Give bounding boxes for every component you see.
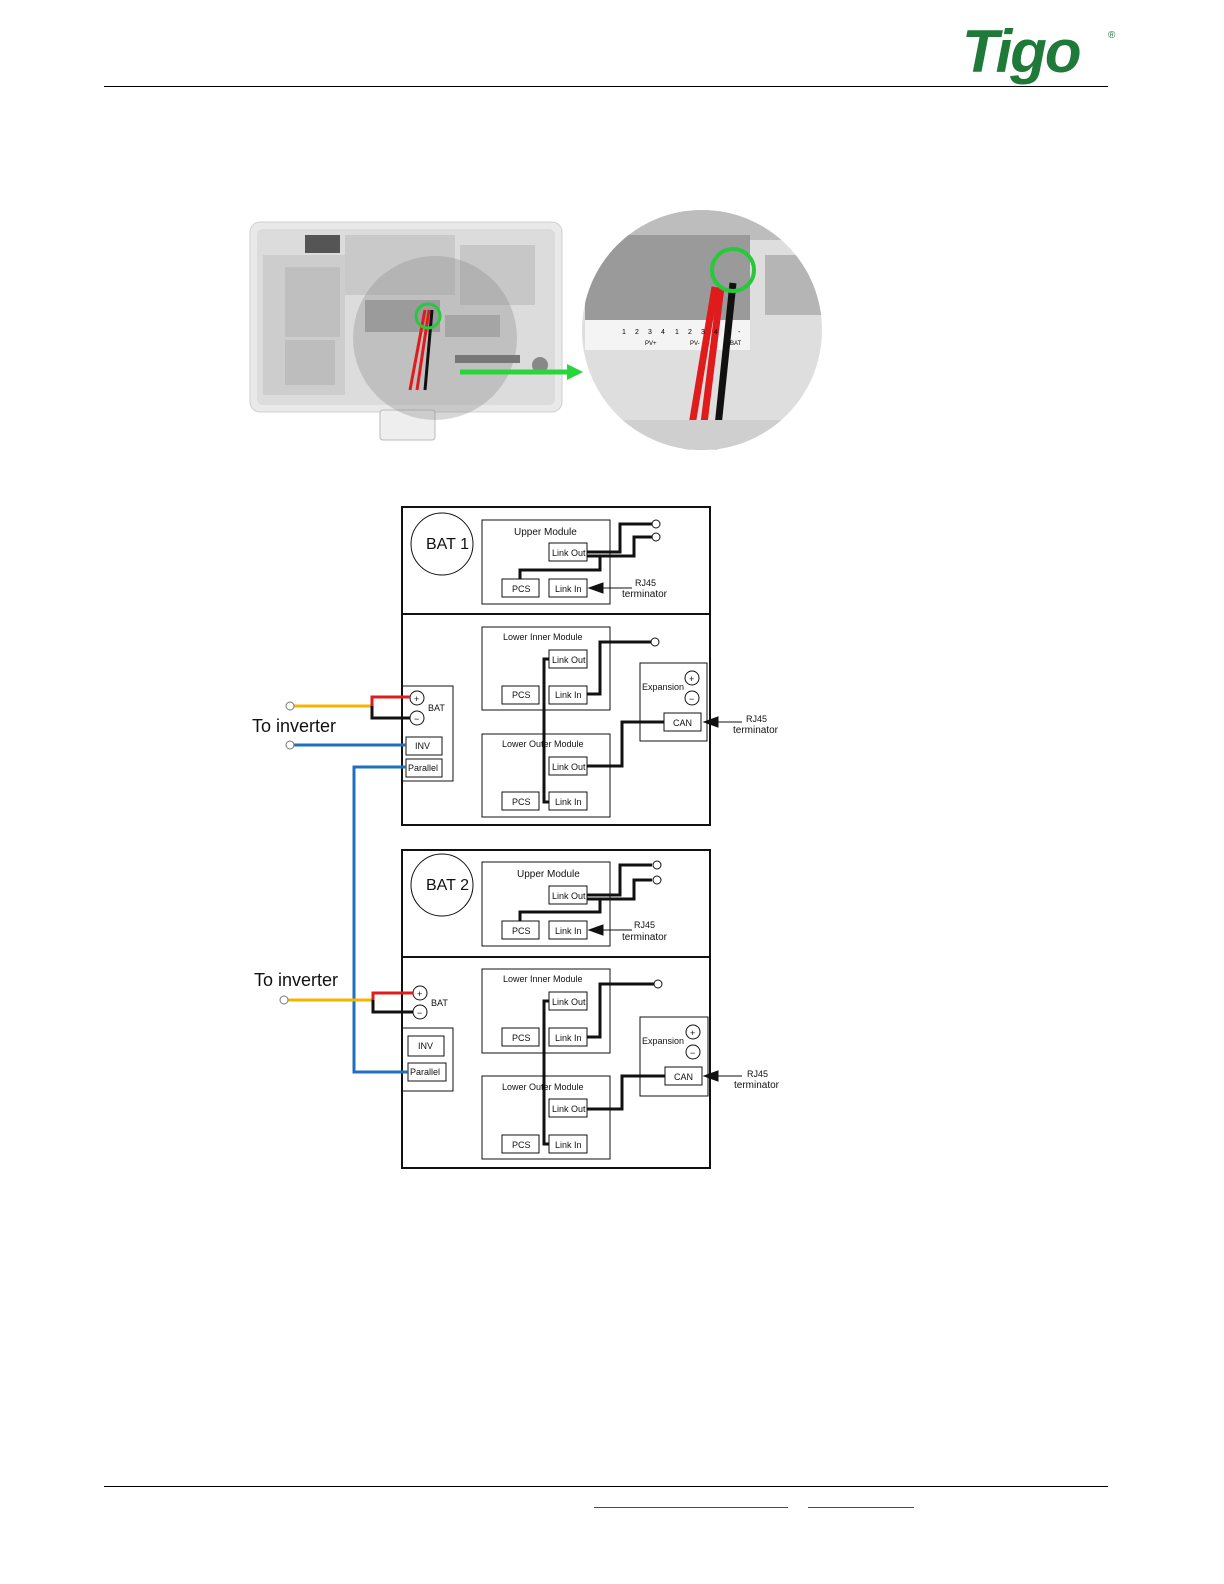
bat2-plus-sign: + xyxy=(417,989,422,999)
bat2-lower-inner-title: Lower Inner Module xyxy=(503,974,583,984)
bat2-exp-plus-sign: + xyxy=(690,1028,695,1038)
bat1-parallel-port: Parallel xyxy=(408,763,438,773)
bat2-upper-terminator: terminator xyxy=(622,932,668,943)
svg-text:1: 1 xyxy=(622,329,626,336)
bat1-upper-link-out: Link Out xyxy=(552,548,586,558)
bat1-upper-pcs: PCS xyxy=(512,584,531,594)
bat1-expansion-label: Expansion xyxy=(642,682,684,692)
bat1-lower-inner-title: Lower Inner Module xyxy=(503,632,583,642)
bat1-upper-terminator: terminator xyxy=(622,589,668,600)
pin-labels: 1 2 3 4 1 2 3 4 xyxy=(622,329,718,336)
bat2-can-rj45: RJ45 xyxy=(747,1069,768,1079)
photo-plus-label: + xyxy=(727,329,731,336)
bat2-inner-pcs: PCS xyxy=(512,1033,531,1043)
bat1-inner-link-in: Link In xyxy=(555,690,582,700)
photo-bat-label: BAT xyxy=(730,341,742,347)
pv-plus-label: PV+ xyxy=(645,341,657,347)
bat1-lower-outer-title: Lower Outer Module xyxy=(502,739,584,749)
bat1-exp-plus-sign: + xyxy=(689,674,694,684)
svg-text:4: 4 xyxy=(714,329,718,336)
bat2-inner-link-in: Link In xyxy=(555,1033,582,1043)
registered-mark: ® xyxy=(1108,30,1116,41)
bat2-label: BAT 2 xyxy=(426,877,469,894)
svg-text:3: 3 xyxy=(648,329,652,336)
bat2-expansion-label: Expansion xyxy=(642,1036,684,1046)
svg-text:4: 4 xyxy=(661,329,665,336)
bat2-upper-module-title: Upper Module xyxy=(517,869,580,880)
bat1-plus-sign: + xyxy=(414,694,419,704)
bat2-exp-minus-sign: − xyxy=(690,1048,695,1058)
tigo-logo: Tigo xyxy=(962,18,1082,85)
bat2-inv-port: INV xyxy=(418,1041,433,1051)
photo-minus-label: - xyxy=(738,329,741,336)
bat2-outer-link-out: Link Out xyxy=(552,1104,586,1114)
footer-link-1[interactable] xyxy=(594,1507,788,1508)
svg-text:2: 2 xyxy=(635,329,639,336)
bat2-bat-terminal-label: BAT xyxy=(431,998,448,1008)
bat1-label: BAT 1 xyxy=(426,536,469,553)
bat2-inner-link-out: Link Out xyxy=(552,997,586,1007)
bat2-outer-link-in: Link In xyxy=(555,1140,582,1150)
bat2-upper-pcs: PCS xyxy=(512,926,531,936)
header-rule xyxy=(104,86,1108,87)
bat1-upper-module-title: Upper Module xyxy=(514,527,577,538)
bat1-minus-sign: − xyxy=(414,714,419,724)
bat1-upper-link-in: Link In xyxy=(555,584,582,594)
inverter-photo-illustration: PV+ PV- BAT + - 1 2 3 4 1 2 3 4 xyxy=(249,210,822,450)
bat2-can-port: CAN xyxy=(674,1072,693,1082)
bat2-can-terminator: terminator xyxy=(734,1080,780,1091)
bat2-outer-pcs: PCS xyxy=(512,1140,531,1150)
bat2-upper-rj45: RJ45 xyxy=(634,920,655,930)
to-inverter-label-2: To inverter xyxy=(254,970,338,990)
footer-rule xyxy=(104,1486,1108,1487)
bat2-upper-link-out: Link Out xyxy=(552,891,586,901)
bat1-bat-terminal-label: BAT xyxy=(428,703,445,713)
bat1-exp-minus-sign: − xyxy=(689,694,694,704)
bat1-can-rj45: RJ45 xyxy=(746,714,767,724)
to-inverter-label-1: To inverter xyxy=(252,716,336,736)
bat2-minus-sign: − xyxy=(417,1008,422,1018)
bat1-upper-rj45: RJ45 xyxy=(635,578,656,588)
bat1-can-port: CAN xyxy=(673,718,692,728)
bat1-inv-port: INV xyxy=(415,741,430,751)
svg-text:2: 2 xyxy=(688,329,692,336)
bat1-outer-link-out: Link Out xyxy=(552,762,586,772)
bat2-lower-outer-title: Lower Outer Module xyxy=(502,1082,584,1092)
bat1-outer-pcs: PCS xyxy=(512,797,531,807)
svg-text:1: 1 xyxy=(675,329,679,336)
bat1-inner-pcs: PCS xyxy=(512,690,531,700)
svg-text:3: 3 xyxy=(701,329,705,336)
bat2-parallel-port: Parallel xyxy=(410,1067,440,1077)
bat1-can-terminator: terminator xyxy=(733,725,779,736)
pv-minus-label: PV- xyxy=(690,341,700,347)
footer-link-2[interactable] xyxy=(808,1507,914,1508)
bat2-upper-link-in: Link In xyxy=(555,926,582,936)
bat1-inner-link-out: Link Out xyxy=(552,655,586,665)
bat1-outer-link-in: Link In xyxy=(555,797,582,807)
